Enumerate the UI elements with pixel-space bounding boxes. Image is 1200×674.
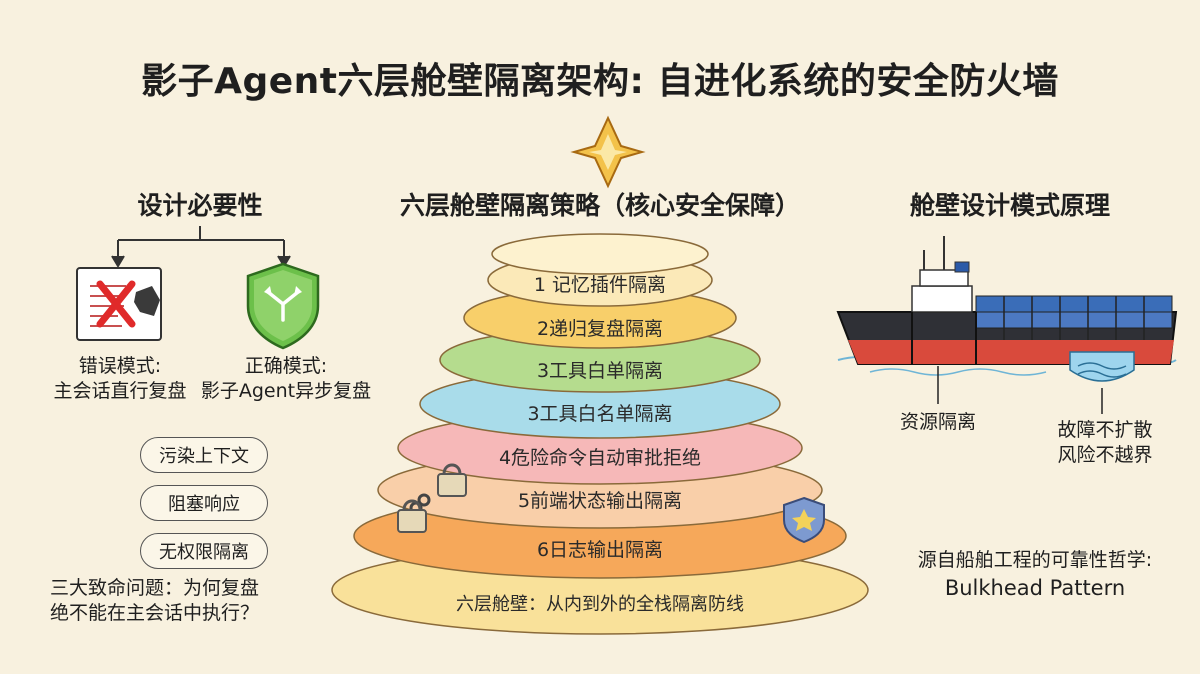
wrong-mode-caption: 错误模式: 主会话直行复盘 <box>20 354 220 404</box>
layer-label-6: 6日志输出隔离 <box>536 539 664 561</box>
problem-pill-1: 污染上下文 <box>140 437 268 473</box>
resource-isolation-label: 资源隔离 <box>899 411 976 433</box>
page-title: 影子Agent六层舱壁隔离架构: 自进化系统的安全防火墙 <box>141 61 1059 102</box>
wrong-mode-label: 错误模式: <box>78 355 162 377</box>
problems-caption: 三大致命问题：为何复盘 绝不能在主会话中执行？ <box>50 576 330 626</box>
problems-caption-line-2: 绝不能在主会话中执行？ <box>50 602 260 624</box>
wrong-mode-desc: 主会话直行复盘 <box>53 380 187 402</box>
pattern-heading: 舱壁设计模式原理 <box>909 191 1110 220</box>
fault-label-2: 风险不越界 <box>1057 444 1153 466</box>
problem-pill-3: 无权限隔离 <box>140 533 268 569</box>
layer-label-2: 2递归复盘隔离 <box>536 318 664 340</box>
pyramid-stack <box>331 233 869 635</box>
right-mode-desc: 影子Agent异步复盘 <box>200 380 372 402</box>
problem-pill-2: 阻塞响应 <box>140 485 268 521</box>
right-mode-caption: 正确模式: 影子Agent异步复盘 <box>186 354 386 404</box>
stack-base-label: 六层舱壁：从内到外的全栈隔离防线 <box>456 594 744 615</box>
sparkle-icon <box>570 115 646 189</box>
layer-label-5: 5前端状态输出隔离 <box>517 490 683 512</box>
branch-arrows <box>111 226 291 268</box>
layer-label-3a: 3工具白单隔离 <box>536 360 664 382</box>
right-mode-label: 正确模式: <box>244 355 328 377</box>
shield-icon <box>246 262 320 350</box>
problems-caption-line-1: 三大致命问题：为何复盘 <box>50 577 260 599</box>
necessity-heading: 设计必要性 <box>137 191 263 220</box>
strategy-heading: 六层舱壁隔离策略（核心安全保障） <box>399 191 800 220</box>
fault-caption: 故障不扩散 风险不越界 <box>1040 418 1170 468</box>
layer-label-3b: 3工具白名单隔离 <box>527 403 673 425</box>
ship-illustration <box>836 236 1178 414</box>
layer-label-4: 4危险命令自动审批拒绝 <box>498 447 702 469</box>
padlock-chain-icon <box>397 463 467 533</box>
badge-shield-icon <box>783 496 825 544</box>
layer-1-top <box>491 233 709 275</box>
layer-label-1: 1 记忆插件隔离 <box>533 274 667 296</box>
pattern-name: Bulkhead Pattern <box>944 576 1126 600</box>
fault-label-1: 故障不扩散 <box>1057 419 1153 441</box>
origin-caption: 源自船舶工程的可靠性哲学: <box>917 549 1153 571</box>
wrong-mode-icon <box>76 267 162 341</box>
